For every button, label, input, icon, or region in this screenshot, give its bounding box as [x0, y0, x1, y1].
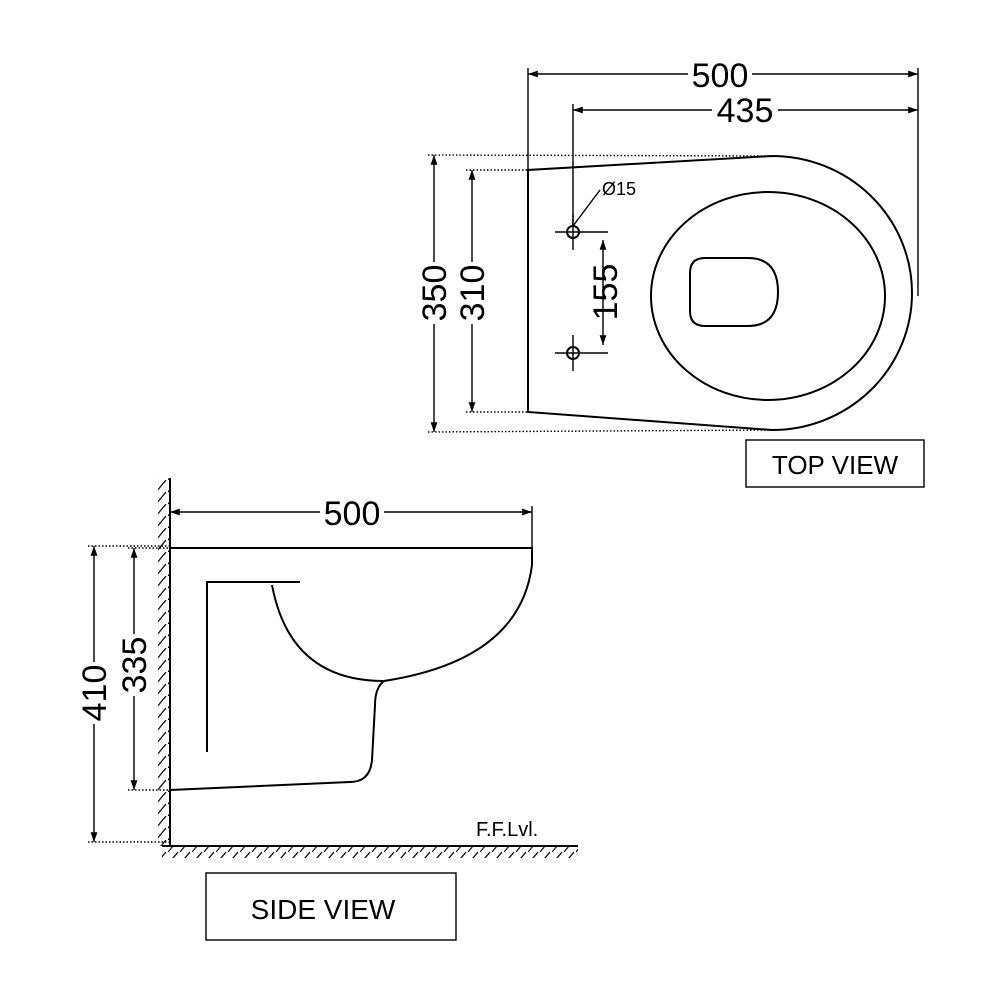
rim-height-label: 410	[76, 665, 114, 722]
side-length-label: 500	[324, 495, 381, 533]
fixing-hole-lower	[555, 335, 608, 371]
base-height-label: 335	[116, 637, 154, 694]
top-width-ext-upper	[427, 154, 773, 157]
top-view-outlet	[689, 257, 780, 327]
bolt-spacing-label: 155	[587, 264, 625, 321]
top-view-bowl	[650, 191, 886, 401]
top-view-label-box	[745, 439, 925, 488]
top-width-ext-lower	[427, 429, 773, 433]
rear-width-label: 310	[454, 265, 492, 322]
bolt-diameter-label: Ø15	[602, 179, 636, 199]
top-view: Ø15 155 500 435 350 310 TOP VIEW	[416, 57, 925, 488]
fixing-hole-upper	[555, 214, 608, 250]
floor-hatch	[162, 846, 578, 858]
top-view-outline	[527, 154, 913, 432]
top-view-label: TOP VIEW	[772, 450, 899, 480]
wall-hatch	[158, 478, 170, 846]
side-view: F.F.Lvl. 500 410 335 SIDE VIEW	[76, 478, 578, 941]
floor-level-label: F.F.Lvl.	[476, 819, 538, 841]
side-view-trap	[206, 581, 300, 752]
diameter-leader	[572, 189, 601, 227]
side-view-outline	[169, 547, 533, 791]
top-width-label: 350	[416, 265, 454, 322]
side-view-bowl	[271, 584, 385, 682]
side-view-label-box	[205, 872, 457, 941]
top-length-label: 500	[692, 57, 749, 95]
side-view-label: SIDE VIEW	[251, 894, 396, 925]
fixing-to-front-label: 435	[717, 92, 774, 130]
